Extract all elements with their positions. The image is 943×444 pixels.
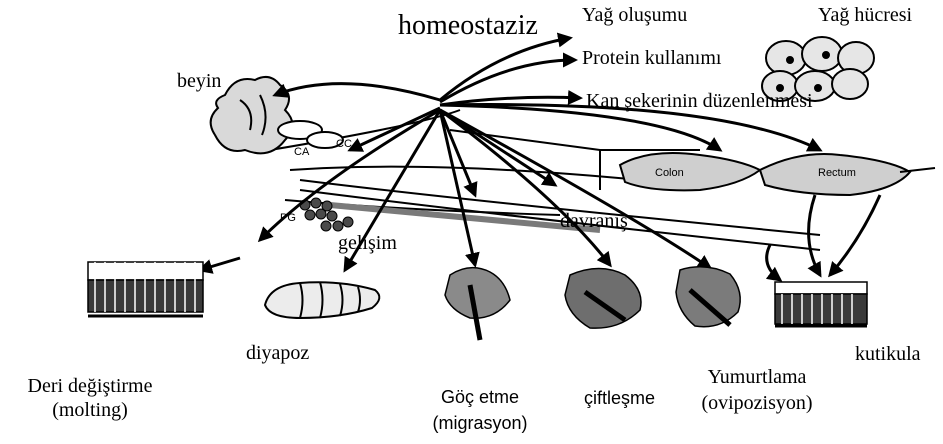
molting-label: Deri değiştirme (molting) <box>5 374 175 422</box>
colon-label: Colon <box>655 167 684 179</box>
mating-label: çiftleşme <box>584 388 655 409</box>
moth-icon <box>676 267 740 327</box>
brain-icon <box>211 77 343 153</box>
rectum-label: Rectum <box>818 167 856 179</box>
moth-icon <box>445 268 510 340</box>
migration-label-line-2: (migrasyon) <box>410 410 550 436</box>
fat-cell-label: Yağ hücresi <box>818 4 912 27</box>
molting-tissue-icon <box>88 262 203 316</box>
migration-label-line-1: Göç etme <box>410 384 550 410</box>
brain-label: beyin <box>177 70 221 93</box>
prothoracic-gland-icon <box>300 198 353 231</box>
fat-formation-label: Yağ oluşumu <box>582 4 687 27</box>
pupa-icon <box>265 282 379 318</box>
behavior-label: davranış <box>560 210 628 233</box>
pg-label: PG <box>280 212 296 224</box>
moth-icon <box>565 269 641 329</box>
ca-label: CA <box>294 146 309 158</box>
blood-sugar-label: Kan şekerinin düzenlenmesi <box>586 90 813 113</box>
migration-label: Göç etme (migrasyon) <box>410 384 550 436</box>
oviposition-label-line-2: (ovipozisyon) <box>682 390 832 416</box>
development-label: gelişim <box>338 232 397 255</box>
protein-use-label: Protein kullanımı <box>582 47 721 70</box>
homeostasis-label: homeostaziz <box>398 10 538 42</box>
cuticle-label: kutikula <box>855 343 921 366</box>
diapause-label: diyapoz <box>246 342 309 365</box>
molting-label-line-1: Deri değiştirme <box>5 374 175 398</box>
oviposition-label: Yumurtlama (ovipozisyon) <box>682 364 832 416</box>
cc-label: CC <box>336 138 352 150</box>
cuticle-tissue-icon <box>775 282 867 326</box>
oviposition-label-line-1: Yumurtlama <box>682 364 832 390</box>
molting-label-line-2: (molting) <box>5 398 175 422</box>
